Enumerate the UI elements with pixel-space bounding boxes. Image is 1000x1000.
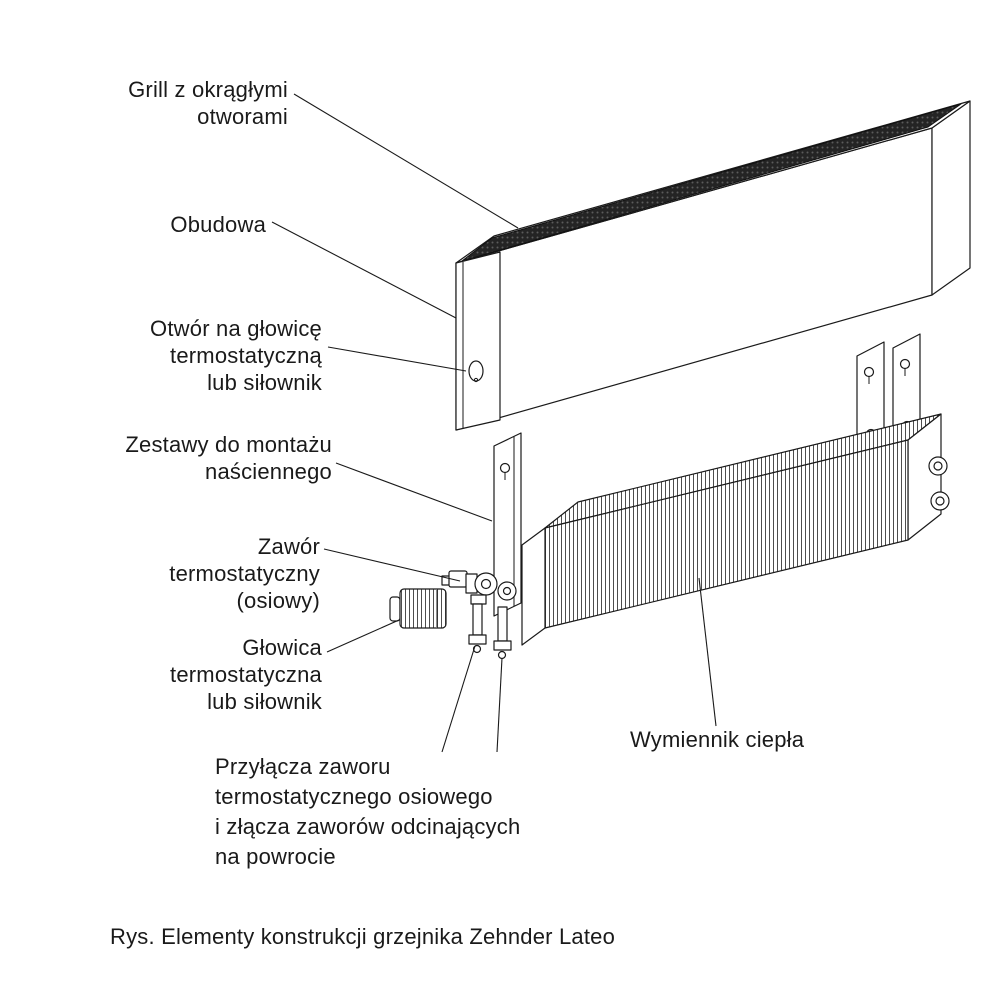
valve-union-ring-inner [502,586,512,596]
casing [455,100,971,431]
casing-left-end-panel [455,251,501,431]
pipe-stub-inner [935,496,945,506]
leader-przylacza-1 [441,645,476,753]
label-grill: Grill z okrągłymi otworami [128,77,288,129]
label-otwor-glowica: Otwór na głowicę termostatyczną lub siło… [150,316,322,395]
pipe-fitting [468,634,487,645]
head-cap [389,596,401,622]
leader-wymiennik [698,577,717,727]
heat-exchanger-left-plate [521,527,546,646]
leader-zawor [323,548,461,582]
return-pipe [497,606,508,642]
label-zestawy-montaz: Zestawy do montażu naściennego [125,432,332,484]
valve-body-inner [480,578,492,590]
leader-glowica [326,619,400,653]
figure-caption: Rys. Elementy konstrukcji grzejnika Zehn… [110,924,616,949]
label-glowica: Głowica termostatyczna lub siłownik [170,635,322,714]
thermostat-head-opening [468,360,484,382]
pipe-fitting [493,640,512,651]
pipe-end [497,650,507,660]
leader-obudowa [271,221,457,319]
thermostatic-valve-assembly [441,570,517,660]
opening-notch [473,377,479,383]
head-ribbed-body [399,588,447,629]
leader-lines [271,93,717,753]
leader-przylacza-2 [496,657,503,753]
bracket-hole [899,358,911,370]
pipe-stub-inner [933,461,943,471]
valve-nut [470,594,487,605]
thermostatic-head [389,588,447,629]
bracket-hole [863,366,875,378]
wall-bracket-left [493,432,522,617]
casing-right-end [931,100,971,296]
grill-perforated-surface [461,103,962,262]
label-zawor: Zawór termostatyczny (osiowy) [169,534,320,613]
label-wymiennik: Wymiennik ciepła [630,727,805,752]
return-pipe [472,603,483,636]
label-obudowa: Obudowa [170,212,266,237]
leader-otwor [327,346,467,372]
heat-exchanger [521,413,950,646]
label-przylacza: Przyłącza zaworu termostatycznego osiowe… [215,754,521,869]
leader-zestawy [335,462,493,522]
leader-grill [293,93,519,229]
bracket-hole [499,462,511,474]
